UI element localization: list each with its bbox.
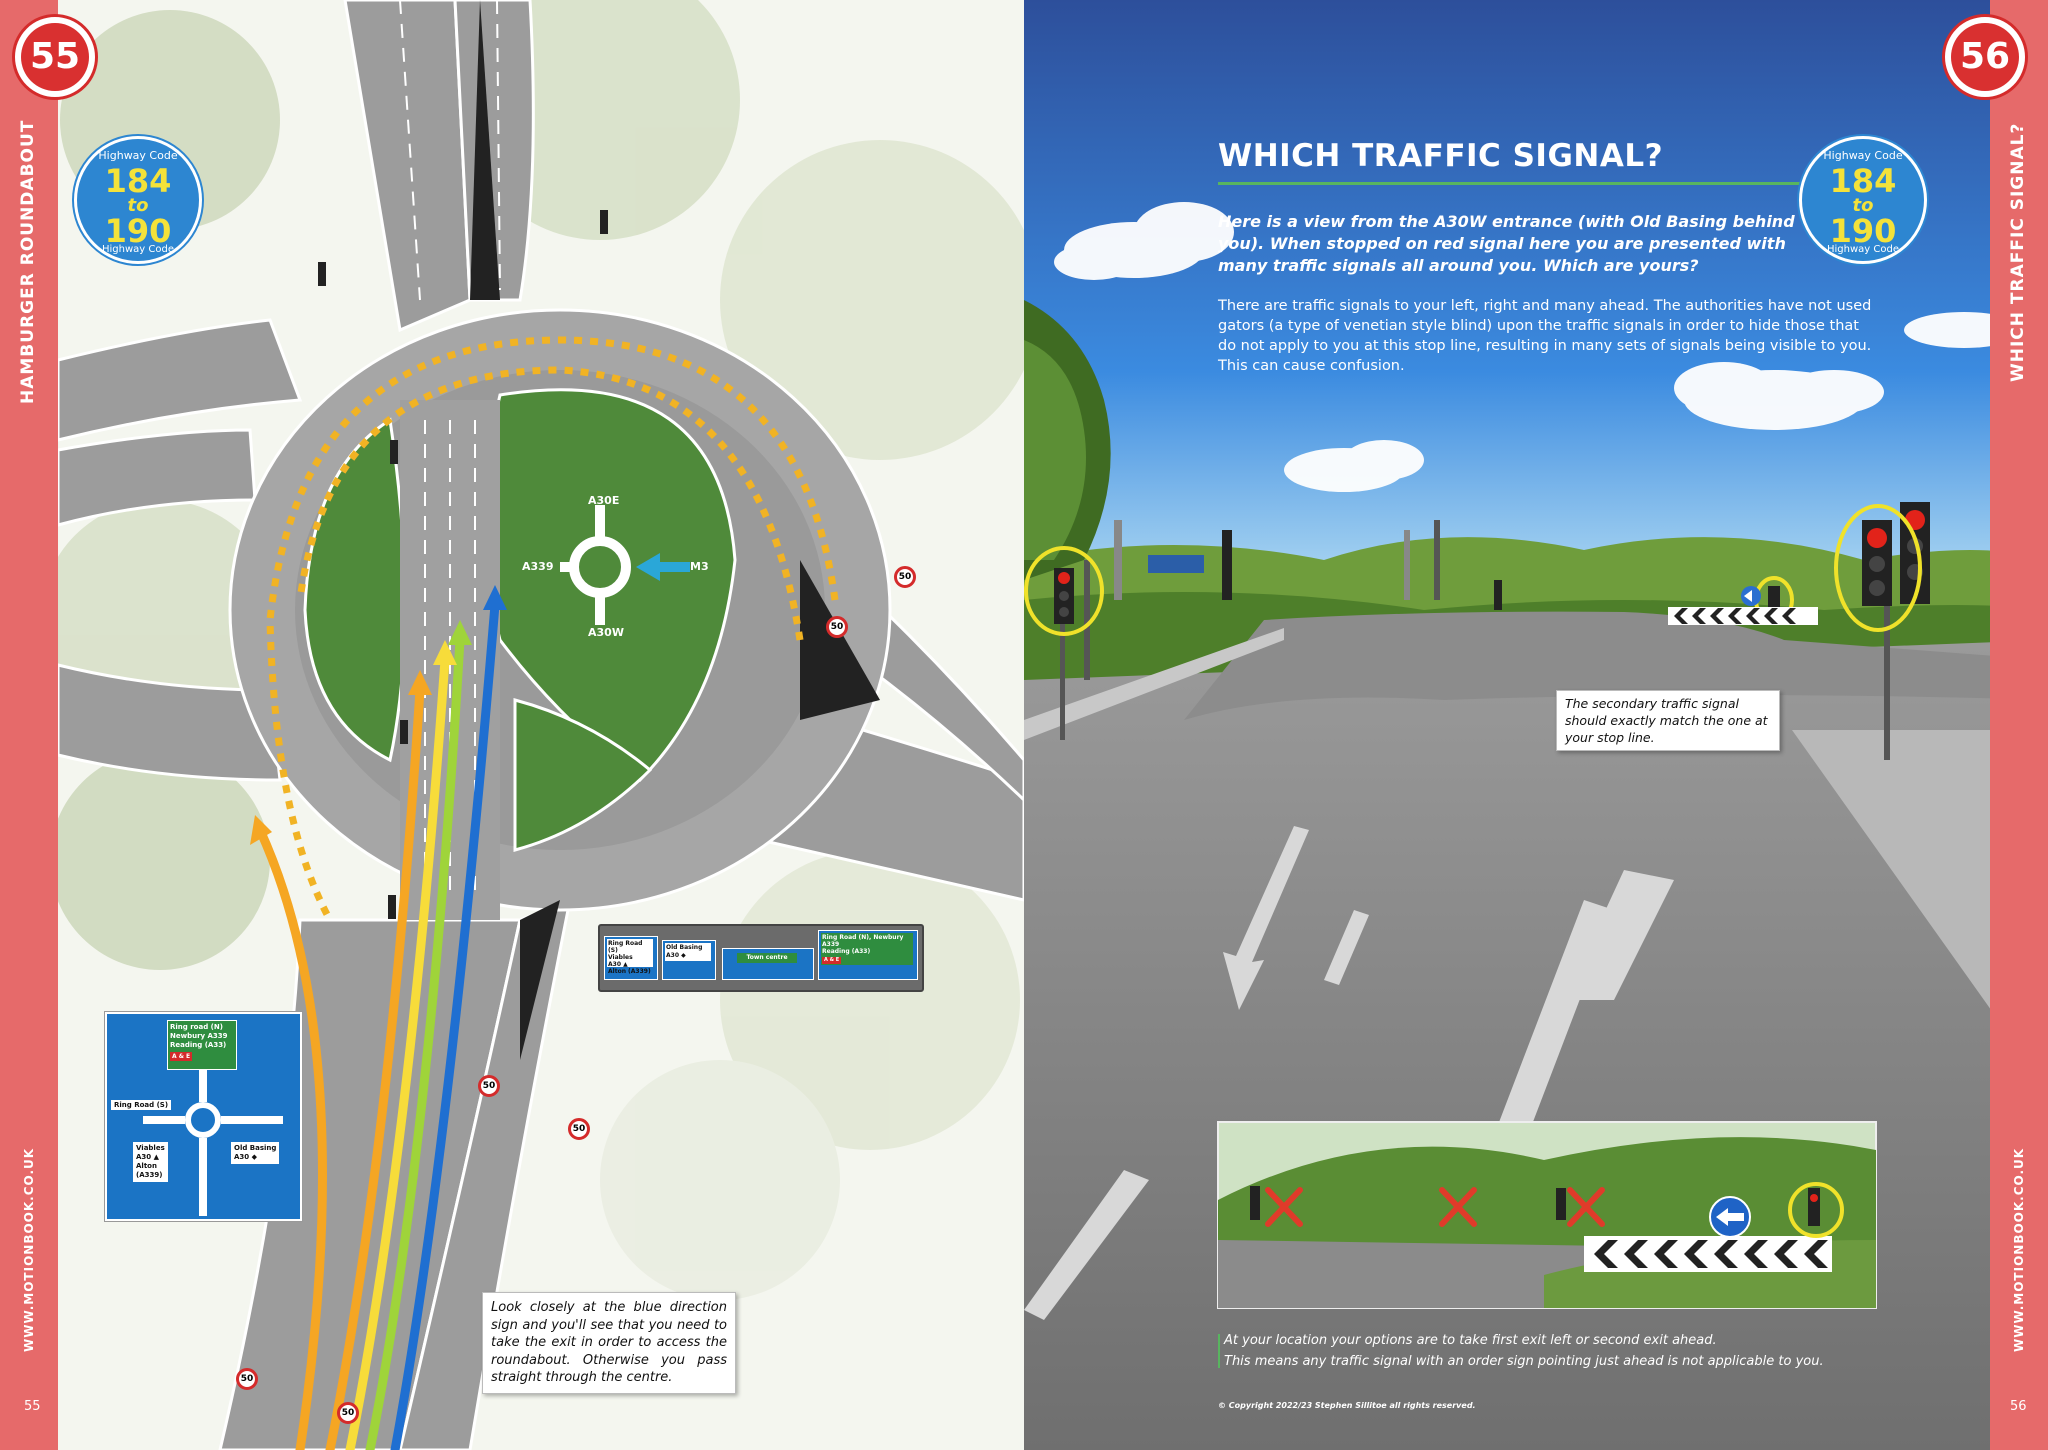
highway-code-badge: Highway Code 184 to 190 Highway Code: [74, 136, 202, 264]
label-a30e: A30E: [588, 494, 620, 507]
page-number: 55: [21, 23, 89, 91]
gantry-line: Alton (A339): [608, 968, 651, 975]
gantry-line: Ring Road (S): [608, 940, 643, 954]
direction-sign-callout: Look closely at the blue direction sign …: [482, 1292, 736, 1394]
page-folio: 56: [2010, 1399, 2027, 1414]
body-paragraph: There are traffic signals to your left, …: [1218, 298, 1872, 374]
map-sign-stem-vertical: [199, 1070, 207, 1102]
left-page: A30E A339 M3 A30W 50 50 50 50 50 50 Ring…: [0, 0, 1024, 1450]
map-sign-line: Ring road (N): [170, 1023, 223, 1031]
gantry-line: A30 ◆: [666, 952, 686, 959]
website-vertical: WWW.MOTIONBOOK.CO.UK: [22, 1147, 36, 1352]
highway-code-badge: Highway Code 184 to 190 Highway Code: [1799, 136, 1927, 264]
speed-limit-sign: 50: [826, 616, 848, 638]
page-number-badge: 56: [1942, 14, 2028, 100]
map-sign-left-label: Ring Road (S): [111, 1100, 172, 1110]
right-side-band: WHICH TRAFFIC SIGNAL? WWW.MOTIONBOOK.CO.…: [1990, 0, 2048, 1450]
map-sign-stem-horizontal: [143, 1116, 185, 1124]
map-sign-line: Newbury A339: [170, 1032, 228, 1040]
page-folio: 55: [24, 1399, 41, 1414]
caption-rule: [1218, 1334, 1220, 1368]
map-sign-line: A30 ▲: [136, 1153, 159, 1161]
street-scene: [1024, 0, 2048, 1450]
gantry-line: Old Basing: [666, 944, 703, 951]
hospital-badge: A & E: [822, 957, 842, 964]
map-sign-bottom-right: Old Basing A30 ◆: [231, 1142, 280, 1164]
page-title: WHICH TRAFFIC SIGNAL?: [1218, 138, 1664, 174]
gantry-panel-inner: Town centre: [737, 953, 797, 963]
map-sign-line: Old Basing: [234, 1144, 277, 1152]
caption-line-2: This means any traffic signal with an or…: [1224, 1354, 1824, 1369]
section-title-vertical: WHICH TRAFFIC SIGNAL?: [2008, 122, 2028, 382]
highway-code-to: 190: [1829, 212, 1897, 250]
caption-line-1: At your location your options are to tak…: [1224, 1333, 1717, 1348]
right-page: WHICH TRAFFIC SIGNAL? Here is a view fro…: [1024, 0, 2048, 1450]
highway-code-top-text: Highway Code: [98, 149, 178, 162]
highway-code-top-text: Highway Code: [1823, 149, 1903, 162]
gantry-line: Reading (A33): [822, 948, 871, 955]
map-sign-roundabout: [185, 1102, 221, 1138]
gantry-line: Viables: [608, 954, 633, 961]
gantry-panel-inner: Ring Road (N), Newbury A339 Reading (A33…: [821, 933, 913, 965]
map-sign-line: Viables: [136, 1144, 165, 1152]
gantry-line: A30 ▲: [608, 961, 628, 968]
map-sign-line: A30 ◆: [234, 1153, 257, 1161]
gantry-panel: Ring Road (S) Viables A30 ▲ Alton (A339): [604, 936, 658, 980]
page-number-badge: 55: [12, 14, 98, 100]
gantry-panel-inner: Ring Road (S) Viables A30 ▲ Alton (A339): [607, 939, 653, 975]
speed-limit-sign: 50: [894, 566, 916, 588]
highway-code-to: 190: [104, 212, 172, 250]
label-a339: A339: [522, 560, 554, 573]
map-sign-stem-horizontal: [221, 1116, 283, 1124]
left-side-band: HAMBURGER ROUNDABOUT WWW.MOTIONBOOK.CO.U…: [0, 0, 58, 1450]
map-sign-line: Reading (A33): [170, 1041, 227, 1049]
gantry-line: Ring Road (N), Newbury A339: [822, 934, 904, 948]
highway-code-from: 184: [1829, 162, 1897, 200]
section-title-vertical: HAMBURGER ROUNDABOUT: [18, 119, 38, 404]
copyright-notice: © Copyright 2022/23 Stephen Sillitoe all…: [1218, 1401, 1476, 1410]
gantry-panel: Old Basing A30 ◆: [662, 940, 716, 980]
highway-code-bottom-text: Highway Code: [102, 244, 174, 255]
roundabout-diagram: [40, 0, 1024, 1450]
label-a30w: A30W: [588, 626, 624, 639]
highway-code-from: 184: [104, 162, 172, 200]
map-sign-line: (A339): [136, 1171, 163, 1179]
highway-code-to-word: to: [127, 195, 149, 216]
gantry-sign: Ring Road (S) Viables A30 ▲ Alton (A339)…: [598, 924, 924, 992]
secondary-signal-callout: The secondary traffic signal should exac…: [1556, 690, 1780, 751]
gantry-panel: Ring Road (N), Newbury A339 Reading (A33…: [818, 930, 918, 980]
speed-limit-sign: 50: [478, 1075, 500, 1097]
map-direction-sign: Ring road (N) Newbury A339 Reading (A33)…: [105, 1012, 302, 1221]
speed-limit-sign: 50: [236, 1368, 258, 1390]
title-underline: [1218, 182, 1818, 185]
hospital-badge: A & E: [170, 1052, 193, 1061]
gantry-panel: Town centre: [722, 948, 814, 980]
speed-limit-sign: 50: [337, 1402, 359, 1424]
map-sign-green-panel: Ring road (N) Newbury A339 Reading (A33)…: [167, 1020, 237, 1070]
map-sign-line: Alton: [136, 1162, 157, 1170]
map-sign-stem-vertical: [199, 1138, 207, 1216]
page-number: 56: [1951, 23, 2019, 91]
gantry-panel-inner: Old Basing A30 ◆: [665, 943, 711, 961]
highway-code-to-word: to: [1852, 195, 1874, 216]
label-m3: M3: [690, 560, 709, 573]
website-vertical: WWW.MOTIONBOOK.CO.UK: [2012, 1147, 2026, 1352]
intro-paragraph: Here is a view from the A30W entrance (w…: [1218, 212, 1795, 275]
speed-limit-sign: 50: [568, 1118, 590, 1140]
map-sign-bottom-left: Viables A30 ▲ Alton (A339): [133, 1142, 168, 1182]
highway-code-bottom-text: Highway Code: [1827, 244, 1899, 255]
